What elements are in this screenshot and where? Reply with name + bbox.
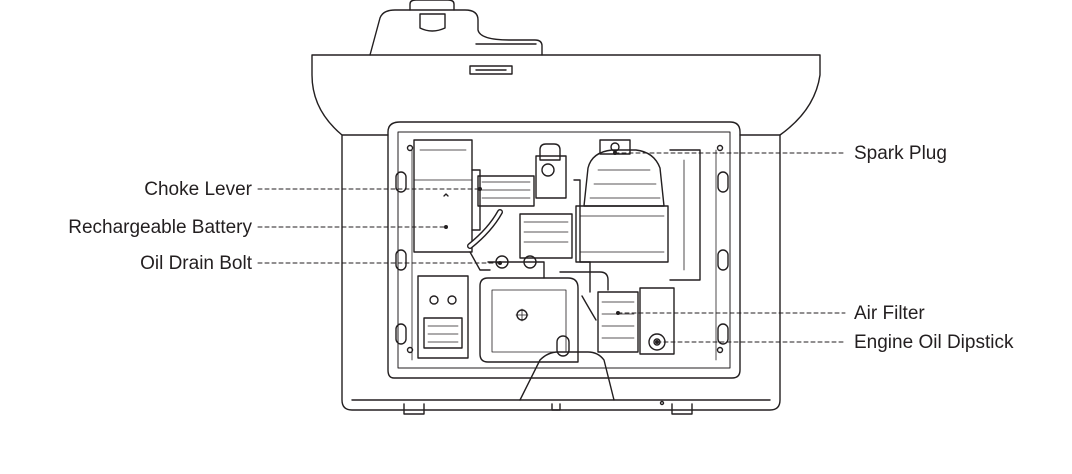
cylinder-head (575, 139, 701, 281)
choke-assembly (467, 143, 573, 259)
air-filter-housing (581, 287, 675, 355)
label-oil-drain-bolt: Oil Drain Bolt (140, 253, 252, 274)
label-engine-oil-dipstick: Engine Oil Dipstick (854, 332, 1014, 353)
leader-dots (444, 151, 659, 344)
battery-block (413, 139, 481, 253)
label-spark-plug: Spark Plug (854, 143, 947, 164)
label-choke-lever: Choke Lever (144, 179, 252, 200)
outer-housing (311, 54, 821, 415)
leader-lines (257, 152, 846, 343)
bottom-bracket (519, 335, 615, 401)
top-handle (369, 0, 543, 75)
label-air-filter: Air Filter (854, 303, 925, 324)
panel-frame (387, 121, 741, 379)
left-lower-assembly (417, 275, 469, 359)
label-rechargeable-battery: Rechargeable Battery (68, 217, 252, 238)
pipes (469, 179, 609, 293)
